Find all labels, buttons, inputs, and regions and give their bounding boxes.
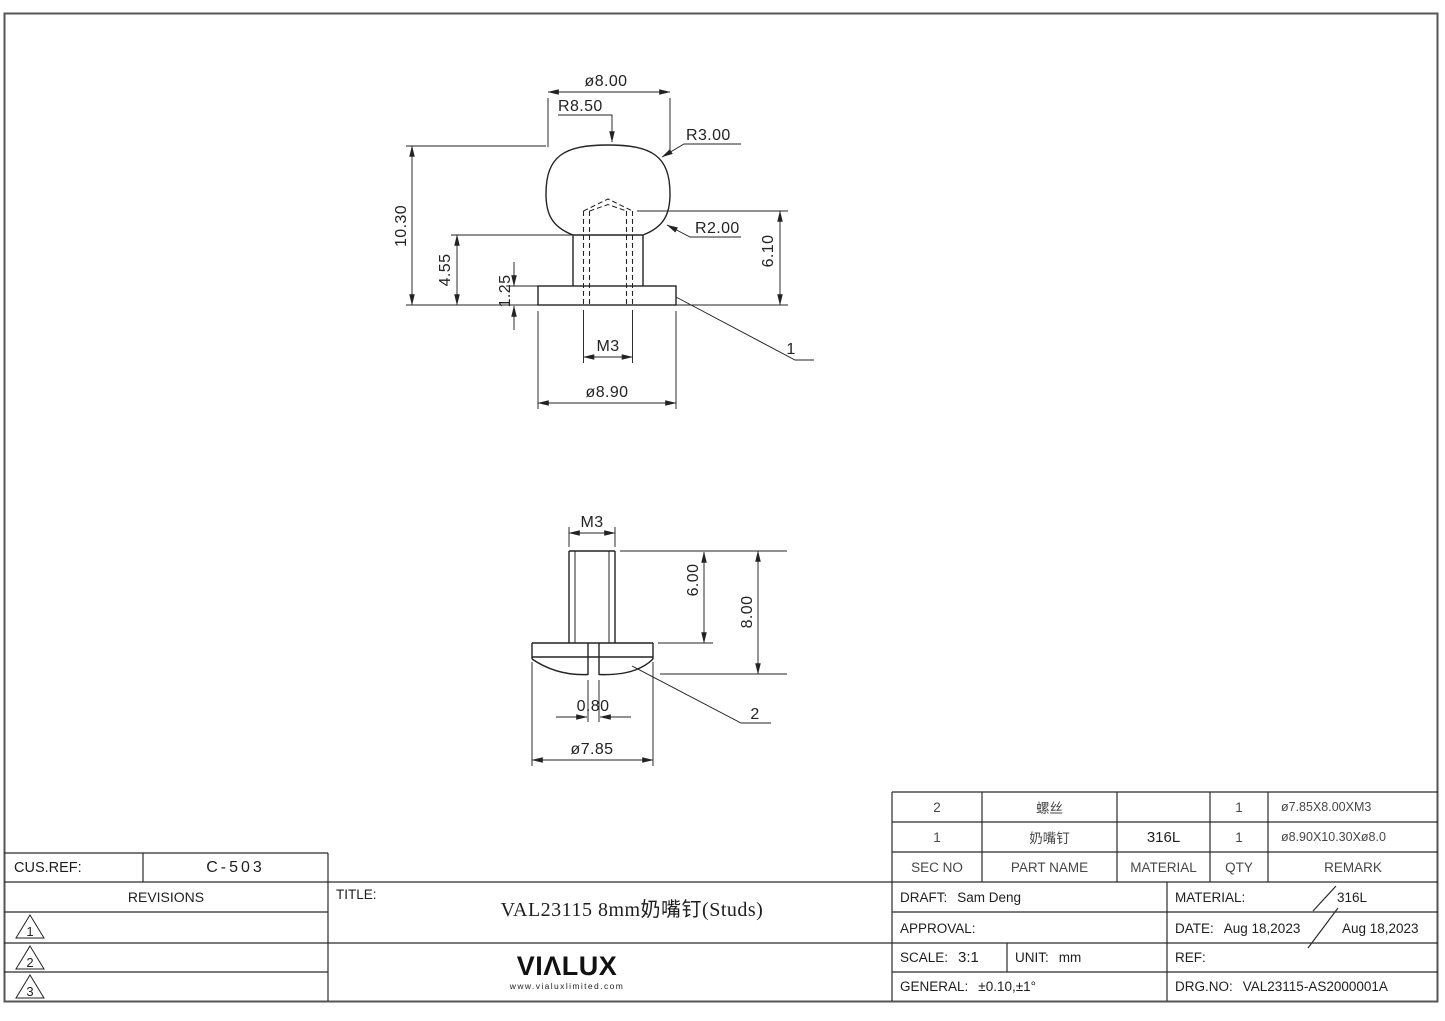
revision-markers: 1 2 3 [15, 914, 45, 999]
material-value: 316L [1337, 890, 1368, 905]
revision-triangle-1 [15, 914, 45, 939]
dim-thread-screw: M3 [580, 514, 603, 531]
unit-label: UNIT: [1015, 950, 1049, 965]
dim-slot-width: 0.80 [577, 698, 610, 715]
parts-row1-sec-no: 2 [933, 799, 941, 815]
callout-1: 1 [786, 341, 795, 358]
drawing-title: VAL23115 8mm奶嘴钉(Studs) [500, 898, 764, 921]
date-label: DATE: [1175, 920, 1214, 936]
draft-label: DRAFT: [900, 890, 948, 905]
material-row: MATERIAL: 316L [1175, 882, 1438, 913]
drg-no-value: VAL23115-AS2000001A [1242, 979, 1388, 994]
ref-label: REF: [1175, 950, 1206, 965]
ref-row: REF: [1175, 943, 1325, 972]
parts-row2-remark: ø8.90X10.30Xø8.0 [1281, 830, 1386, 844]
revision-triangle-3 [15, 974, 45, 999]
parts-row1-remark: ø7.85X8.00XM3 [1281, 800, 1372, 814]
dim-height-total: 10.30 [393, 205, 410, 247]
dim-dia-screw-head: ø7.85 [571, 741, 614, 758]
dim-shaft-length: 6.00 [685, 564, 702, 597]
revision-number-1: 1 [26, 924, 33, 939]
date-value: Aug 18,2023 [1223, 920, 1301, 936]
stud-front-view [537, 144, 677, 306]
general-label: GENERAL: [900, 979, 969, 994]
scale-label: SCALE: [900, 950, 949, 965]
date-value-2: Aug 18,2023 [1342, 920, 1419, 936]
general-row: GENERAL: ±0.10,±1° [900, 972, 1165, 1001]
drg-no-label: DRG.NO: [1175, 979, 1233, 994]
parts-row1-qty: 1 [1235, 799, 1243, 815]
general-value: ±0.10,±1° [978, 979, 1037, 994]
draft-value: Sam Deng [957, 890, 1022, 905]
title-label: TITLE: [336, 886, 377, 902]
revision-triangle-2 [15, 945, 45, 970]
screw-front-view [531, 550, 654, 676]
callout-2: 2 [750, 706, 759, 723]
dim-length-total: 8.00 [739, 596, 756, 629]
parts-header-part-name: PART NAME [1010, 859, 1089, 875]
parts-row2-sec-no: 1 [933, 829, 941, 845]
drg-no-row: DRG.NO: VAL23115-AS2000001A [1175, 972, 1438, 1001]
vialux-logo: VIΛLUX [516, 951, 618, 982]
parts-row1-part-name: 螺丝 [1036, 801, 1063, 816]
parts-header-qty: QTY [1225, 859, 1253, 875]
dim-hole-depth: 6.10 [760, 235, 777, 268]
parts-row2-qty: 1 [1235, 829, 1243, 845]
title-block-grid [4, 791, 1438, 1001]
logo-block: VIΛLUX www.vialuxlimited.com [327, 945, 807, 999]
parts-header-remark: REMARK [1324, 859, 1382, 875]
logo-url: www.vialuxlimited.com [509, 981, 625, 992]
date-slash [1307, 907, 1339, 949]
scale-row: SCALE: 3:1 [900, 943, 1000, 972]
dim-radius-bottom: R2.00 [695, 220, 740, 237]
parts-header-material: MATERIAL [1130, 859, 1197, 875]
screw-dimensions: M3 6.00 8.00 0.80 ø7.85 2 [531, 514, 787, 766]
dim-dia-base: ø8.90 [586, 384, 629, 401]
revisions-label: REVISIONS [127, 889, 205, 905]
dim-height-stem: 4.55 [437, 254, 454, 287]
dim-dia-head: ø8.00 [585, 73, 628, 90]
date-row: DATE: Aug 18,2023 Aug 18,2023 [1175, 913, 1438, 943]
dim-thread-stud: M3 [596, 338, 619, 355]
parts-row2-material: 316L [1146, 828, 1181, 846]
dim-radius-top: R3.00 [686, 127, 731, 144]
approval-row: APPROVAL: [900, 913, 1160, 943]
cus-ref-label: CUS.REF: [14, 859, 82, 876]
dim-radius-head: R8.50 [558, 98, 603, 115]
cus-ref-value: C-503 [206, 858, 265, 876]
parts-row2-part-name: 奶嘴钉 [1029, 831, 1070, 846]
scale-value: 3:1 [958, 949, 979, 966]
sheet-border [3, 12, 1439, 1003]
revision-number-2: 2 [26, 955, 33, 970]
unit-row: UNIT: mm [1015, 943, 1163, 972]
approval-label: APPROVAL: [900, 920, 976, 936]
stud-dimensions: ø8.00 R8.50 R3.00 R2.00 10.30 4.55 1.25 … [393, 73, 814, 409]
revision-number-3: 3 [26, 984, 33, 999]
unit-value: mm [1058, 950, 1082, 965]
material-slash [1312, 885, 1337, 912]
dim-base-thickness: 1.25 [497, 275, 514, 308]
draft-row: DRAFT: Sam Deng [900, 882, 1160, 913]
material-label: MATERIAL: [1175, 890, 1246, 905]
parts-row1-material [1117, 792, 1210, 822]
parts-header-sec-no: SEC NO [911, 859, 963, 875]
